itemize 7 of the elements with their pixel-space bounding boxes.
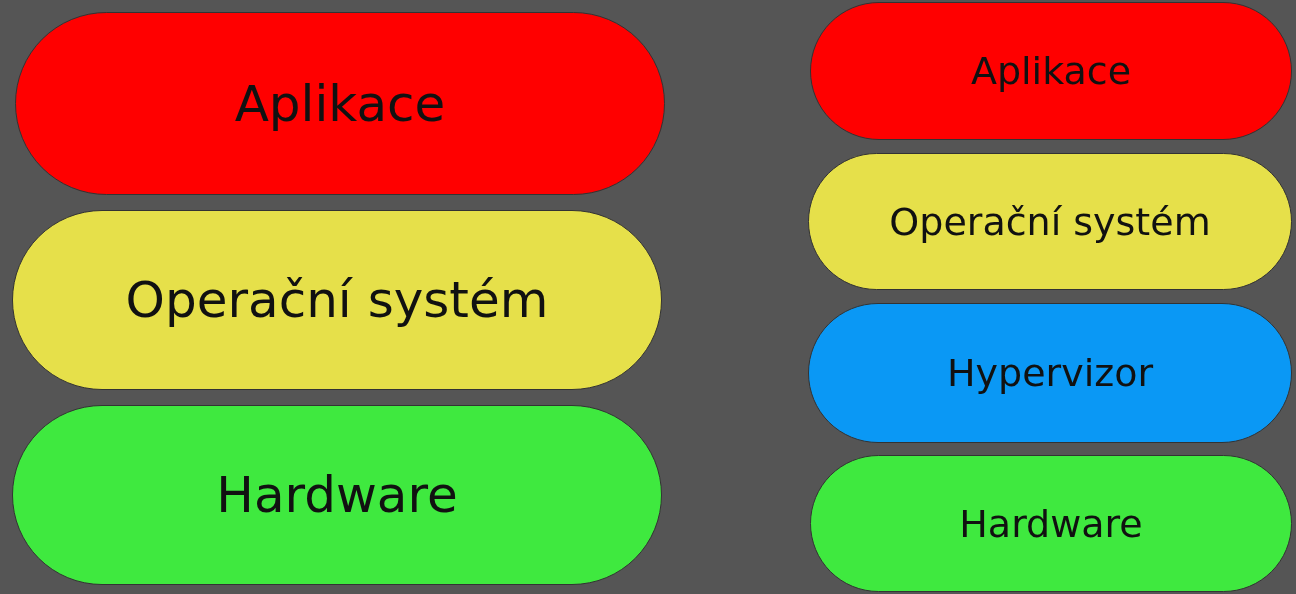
layer-label: Hypervizor [946,351,1154,395]
layer-label: Operační systém [125,271,549,329]
layer-label: Aplikace [234,74,446,133]
layer-label: Aplikace [970,49,1132,93]
layer-label: Hardware [216,466,458,524]
layer-label: Operační systém [889,199,1211,244]
layer-label: Hardware [959,501,1143,546]
